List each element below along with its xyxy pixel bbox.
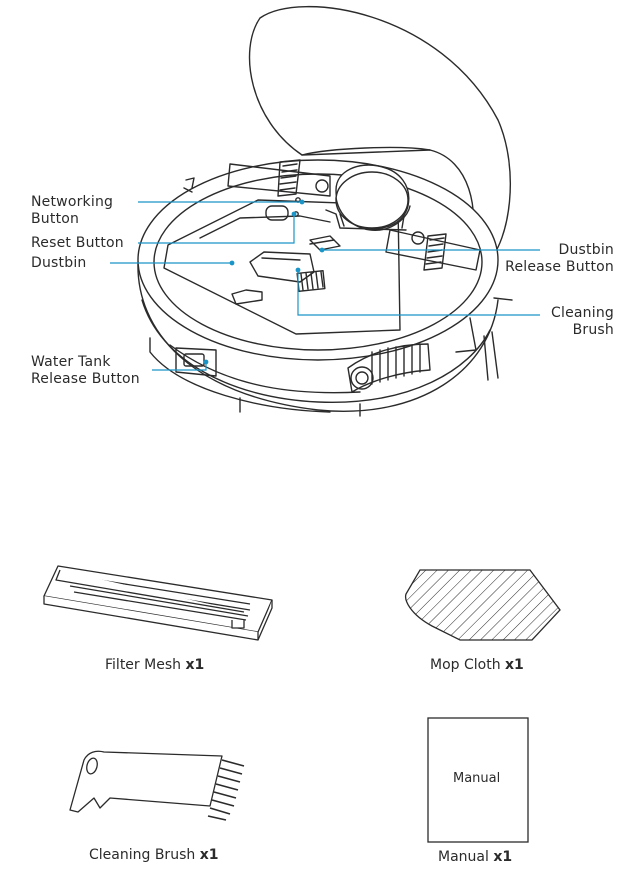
callout-cleaning-brush-line1: Cleaning bbox=[551, 305, 614, 321]
callout-dustbin: Dustbin bbox=[31, 255, 87, 271]
caption-mop-cloth: Mop Cloth x1 bbox=[430, 657, 524, 674]
callout-cleaning-brush: Cleaning Brush bbox=[551, 305, 614, 339]
caption-filter-mesh-name: Filter Mesh bbox=[105, 657, 181, 673]
callout-dustbin-release-line2: Release Button bbox=[505, 259, 614, 275]
mop-cloth-drawing bbox=[404, 569, 561, 641]
callout-networking-line2: Button bbox=[31, 211, 80, 227]
callout-line-water-tank bbox=[152, 362, 207, 371]
callout-dustbin-release-line1: Dustbin bbox=[558, 242, 614, 258]
callout-water-tank-line2: Release Button bbox=[31, 371, 140, 387]
dustbin-panel bbox=[163, 199, 401, 335]
caption-filter-mesh: Filter Mesh x1 bbox=[105, 657, 204, 674]
callout-line-cleaning-brush bbox=[297, 270, 540, 316]
caption-manual: Manual x1 bbox=[438, 849, 512, 866]
manual-cover-text: Manual bbox=[453, 771, 501, 786]
callout-water-tank-line1: Water Tank bbox=[31, 354, 111, 370]
callout-line-reset bbox=[138, 216, 295, 244]
caption-mop-cloth-qty: x1 bbox=[505, 657, 524, 673]
callout-water-tank-release-button: Water Tank Release Button bbox=[31, 354, 140, 388]
filter-mesh-drawing bbox=[43, 565, 273, 641]
caption-cleaning-brush-name: Cleaning Brush bbox=[89, 847, 196, 863]
caption-manual-qty: x1 bbox=[493, 849, 513, 865]
caption-cleaning-brush: Cleaning Brush x1 bbox=[89, 847, 218, 864]
callout-cleaning-brush-line2: Brush bbox=[572, 322, 614, 338]
caption-manual-name: Manual bbox=[438, 849, 489, 865]
callout-reset-button: Reset Button bbox=[31, 235, 124, 251]
caption-filter-mesh-qty: x1 bbox=[185, 657, 205, 673]
cleaning-brush-tool-drawing bbox=[69, 750, 245, 821]
callout-networking-button: Networking Button bbox=[31, 194, 113, 228]
caption-mop-cloth-name: Mop Cloth bbox=[430, 657, 501, 673]
callout-networking-line1: Networking bbox=[31, 194, 114, 210]
caption-cleaning-brush-qty: x1 bbox=[199, 847, 219, 863]
robot-bumper bbox=[137, 261, 499, 412]
callout-dustbin-release-button: Dustbin Release Button bbox=[505, 242, 614, 276]
manual-drawing bbox=[427, 717, 529, 843]
